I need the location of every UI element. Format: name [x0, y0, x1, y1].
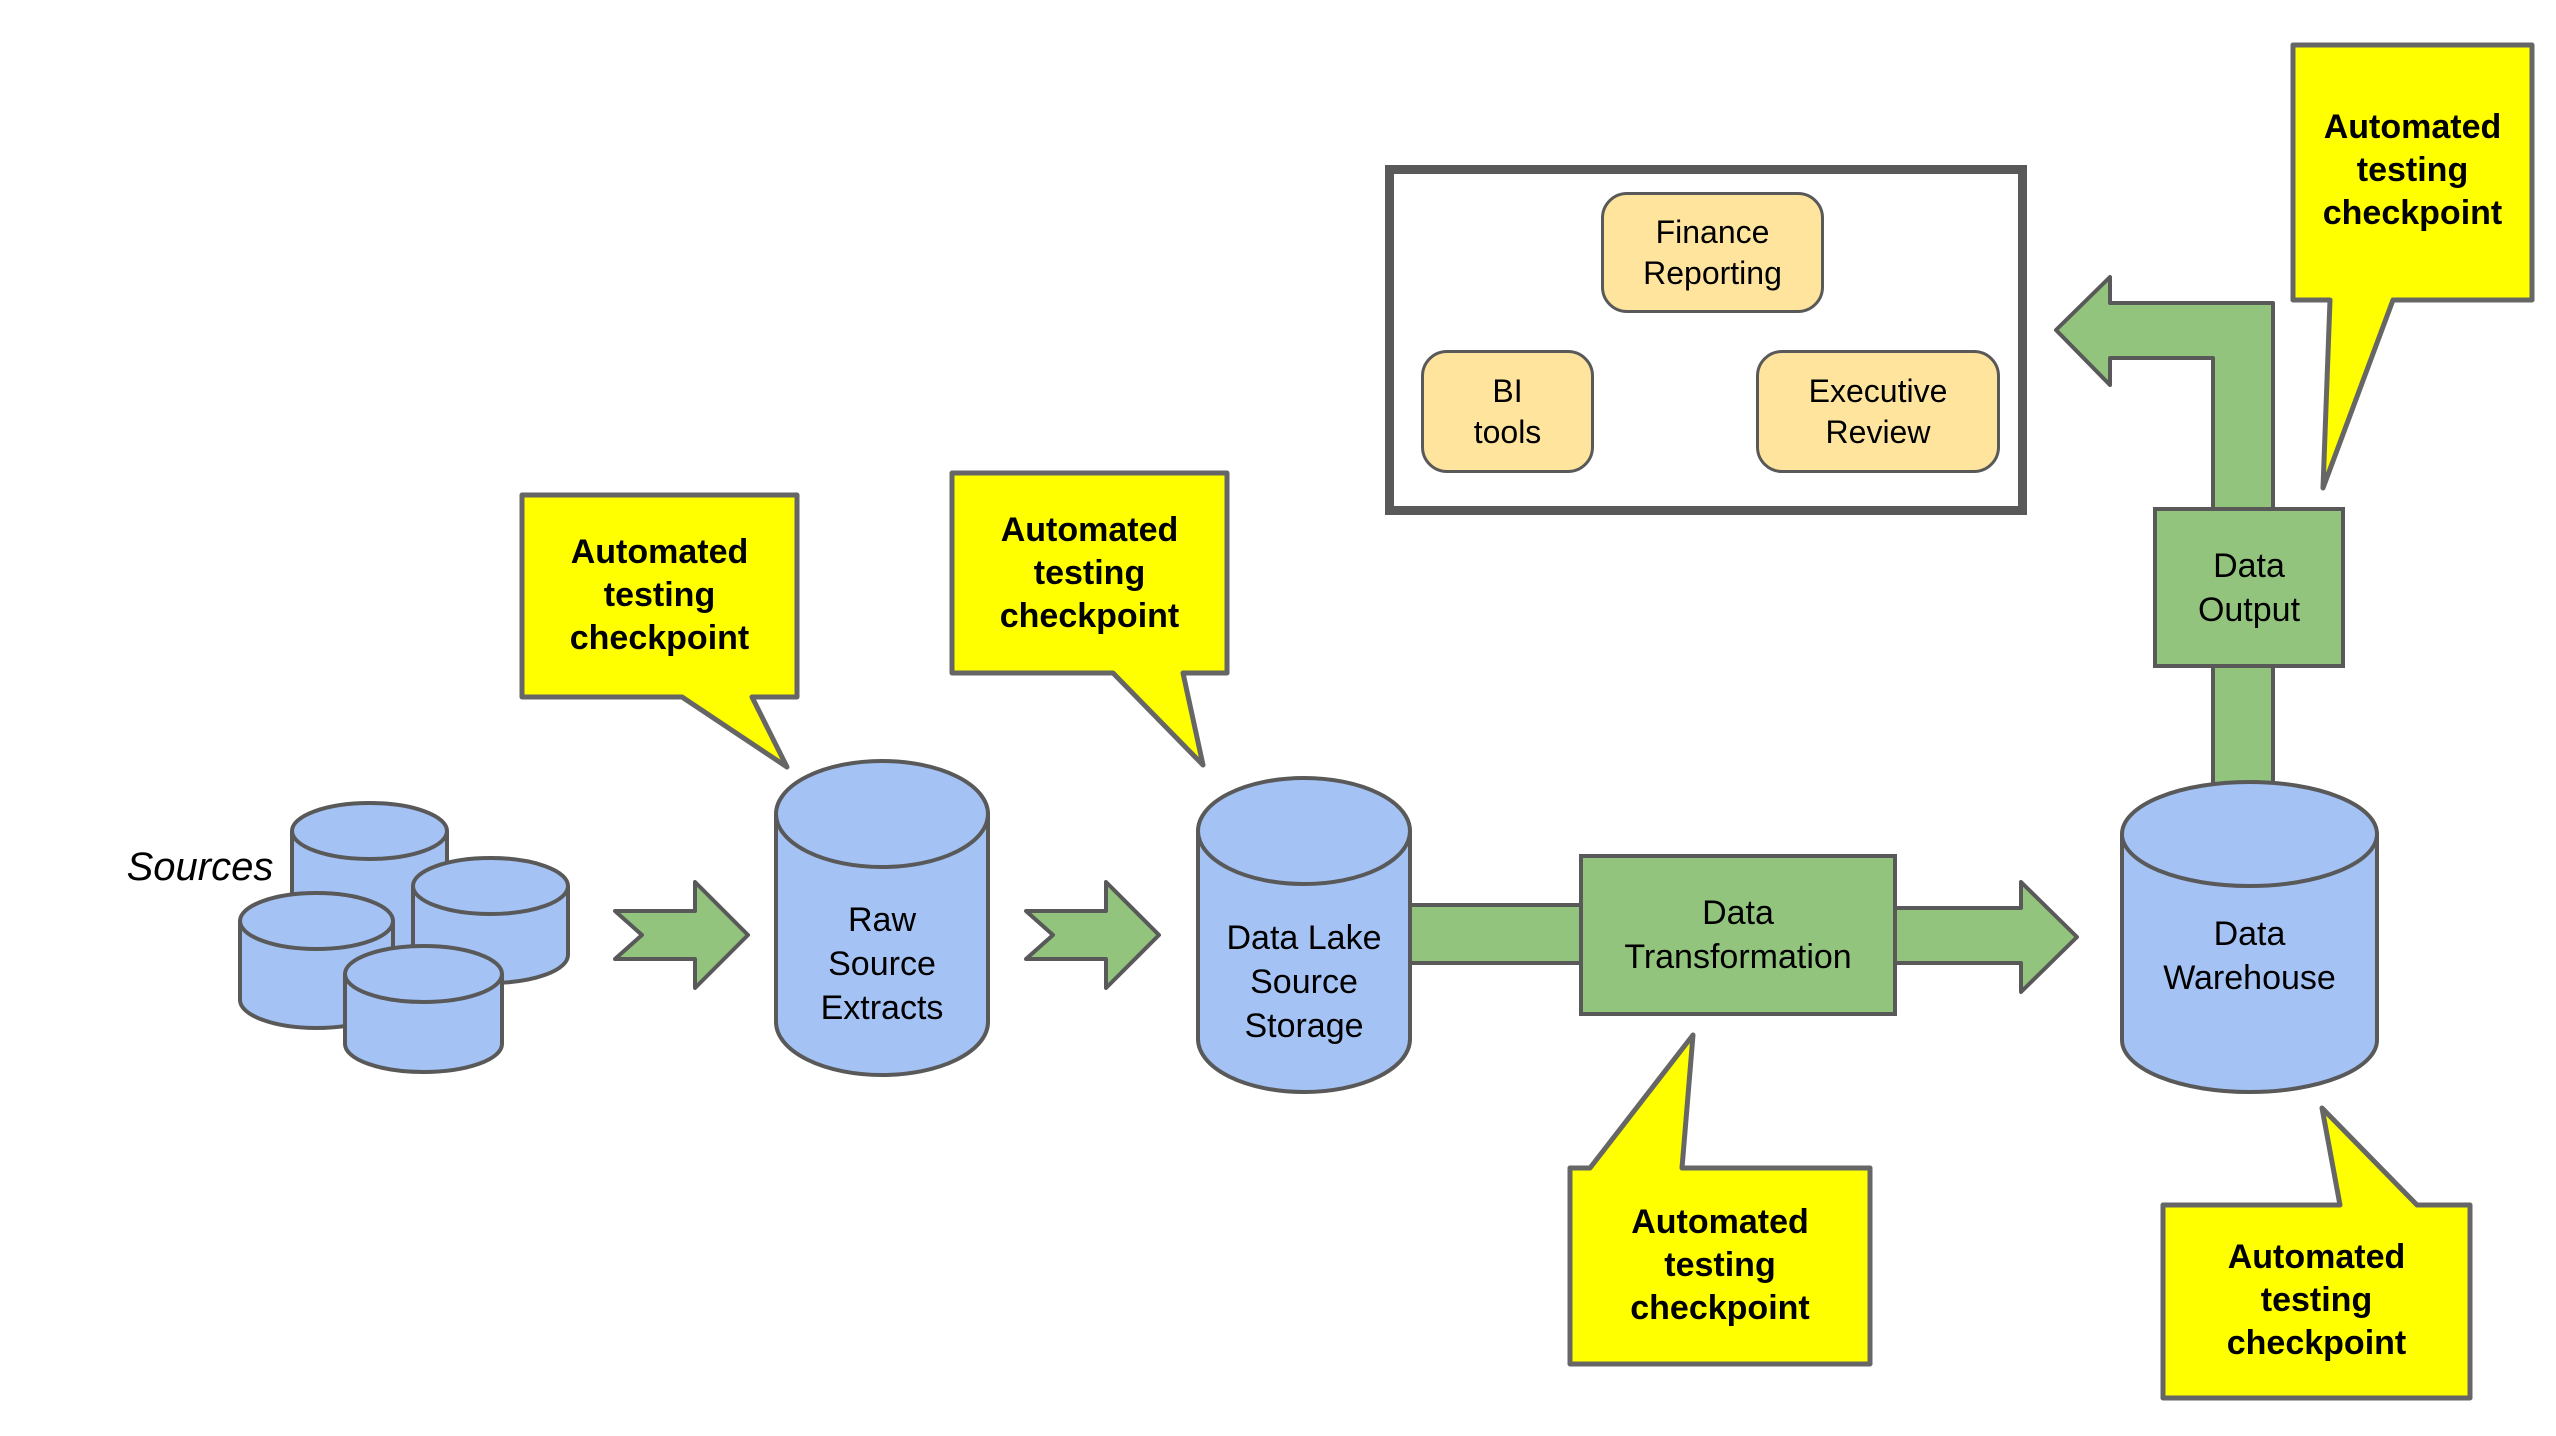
callout-label-output: Automated testing checkpoint [2322, 108, 2503, 232]
data-output-box: Data Output [2153, 507, 2345, 668]
source-cylinder-front [343, 944, 504, 1074]
callout-bubble-transformation [1567, 1032, 1873, 1367]
callout-bubble-warehouse [2160, 1105, 2473, 1401]
bi-tools-box: BI tools [1421, 350, 1594, 473]
flow-arrow-transformation-to-warehouse [1888, 880, 2079, 994]
data-output-label: Data Output [2197, 546, 2301, 629]
data-warehouse-cylinder [2120, 780, 2379, 1094]
data-transformation-label: Data Transformation [1624, 894, 1852, 976]
flow-arrow-raw-to-lake [1024, 880, 1161, 990]
callout-bubble-output [2290, 42, 2535, 491]
callout-label-warehouse: Automated testing checkpoint [2226, 1238, 2407, 1362]
callout-label-data-lake: Automated testing checkpoint [999, 511, 1180, 635]
callout-label-transformation: Automated testing checkpoint [1630, 1203, 1810, 1327]
callout-bubble-raw-extracts [519, 492, 800, 770]
finance-reporting-box: Finance Reporting [1601, 192, 1824, 313]
raw-source-extracts-cylinder [774, 759, 990, 1077]
data-warehouse-label: Data Warehouse [2163, 915, 2336, 997]
callout-bubble-data-lake [949, 470, 1230, 768]
finance-reporting-label: Finance Reporting [1643, 213, 1782, 291]
flow-arrow-lake-to-transformation [1381, 903, 1602, 965]
bi-tools-label: BI tools [1473, 372, 1542, 450]
data-lake-cylinder [1196, 776, 1412, 1094]
raw-source-extracts-label: Raw Source Extracts [820, 901, 944, 1027]
executive-review-box: Executive Review [1756, 350, 2000, 473]
callout-label-raw-extracts: Automated testing checkpoint [569, 533, 750, 657]
data-transformation-box: Data Transformation [1579, 854, 1897, 1016]
sources-label: Sources [126, 845, 274, 889]
flow-arrow-sources-to-raw [613, 880, 750, 990]
executive-review-label: Executive Review [1808, 372, 1948, 450]
data-lake-label: Data Lake Source Storage [1226, 919, 1382, 1045]
